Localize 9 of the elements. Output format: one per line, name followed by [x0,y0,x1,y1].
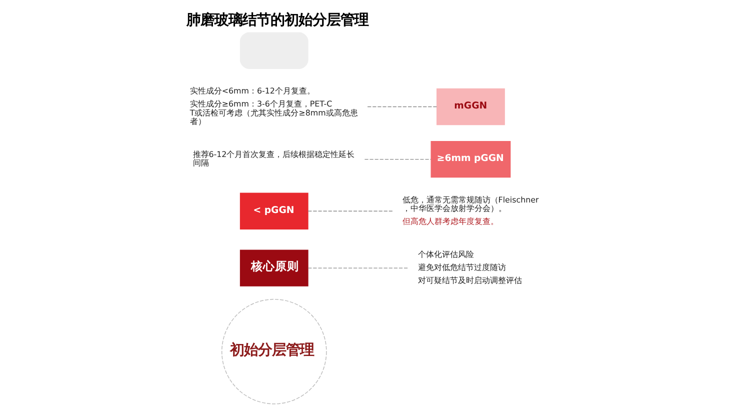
connector [364,158,432,160]
node-box: < pGGN [240,192,308,230]
node-box: mGGN [436,88,505,126]
node-box: 核心原则 [240,250,308,286]
node-box: ≥6mm pGGN [430,140,511,178]
node-circle: 初始分层管理 [221,298,327,404]
connector [308,210,394,212]
connector [367,106,438,108]
diagram-title: 肺磨玻璃结节的初始分层管理 [186,12,369,29]
